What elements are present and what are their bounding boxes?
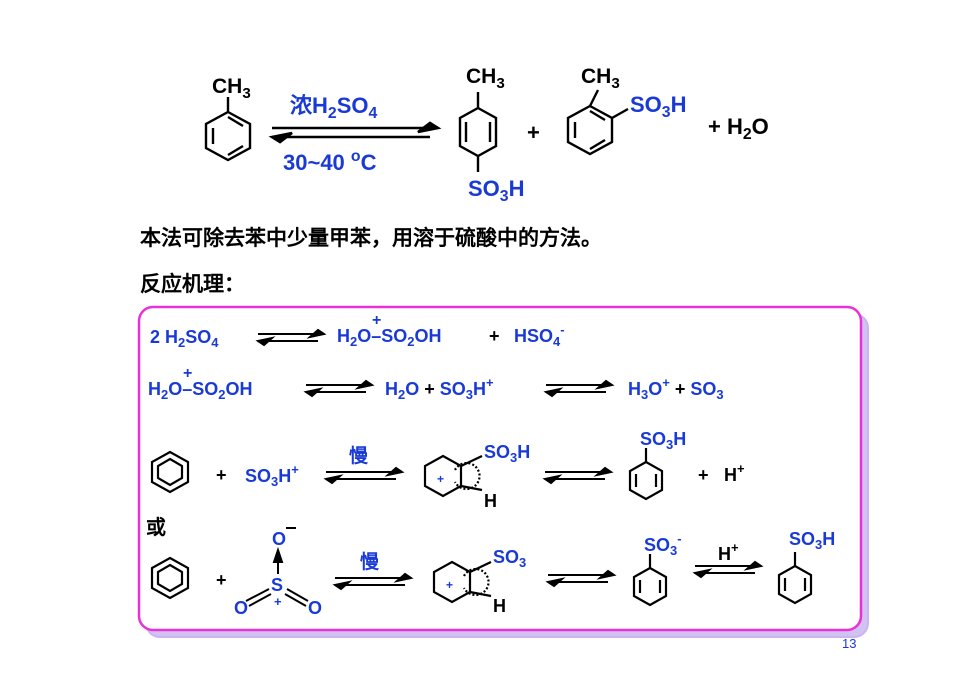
eq1-plus: + [489, 326, 500, 346]
plus-sign: + [527, 120, 540, 145]
eq2-oxonium-charge: + [183, 365, 192, 382]
eq2-left: H2O–SO2OH [148, 379, 252, 402]
eq4-arrow-acid [692, 560, 764, 579]
eq4-s-atom: S [271, 575, 283, 595]
eq3-slow-label: 慢 [349, 444, 369, 467]
eq4-sigma-complex [432, 560, 492, 604]
condition-reagent: 浓H2SO4 [290, 93, 378, 122]
eq4-so3-bonds [245, 546, 309, 607]
description-line: 本法可除去苯中少量甲苯，用溶于硫酸中的方法。 [140, 226, 602, 250]
eq4-ring-charge: + [446, 578, 453, 592]
eq4-anion-group: SO3- [644, 531, 682, 558]
eq3-sigma-group: SO3H [484, 442, 530, 465]
eq3-benzene [150, 450, 190, 494]
eq2-arrow-2 [543, 379, 615, 398]
eq4-anion-ring [632, 554, 668, 607]
page-number: 13 [842, 636, 857, 651]
top-equilibrium-arrow [268, 121, 442, 144]
eq4-plus: + [216, 570, 227, 590]
or-label: 或 [146, 515, 166, 539]
eq4-arrow-2 [545, 569, 617, 588]
eq4-o-minus: O [272, 529, 286, 549]
eq4-slow-label: 慢 [360, 550, 380, 573]
eq2-arrow-1 [303, 379, 375, 398]
eq3-product-group: SO3H [640, 429, 686, 452]
eq3-product-ring [628, 448, 664, 501]
eq4-product-group: SO3H [789, 529, 835, 552]
eq1-left: 2 H2SO4 [150, 327, 219, 350]
eq1-arrow [255, 328, 327, 347]
eq4-o-right: O [308, 598, 322, 618]
eq4-o-left: O [234, 598, 248, 618]
water-product: + H2O [708, 114, 769, 143]
mechanism-box [137, 305, 863, 632]
eq4-sigma-group: SO3 [493, 547, 526, 570]
toluene-structure [204, 97, 252, 162]
para-product-structure [458, 92, 498, 172]
eq4-product-ring [777, 552, 813, 605]
eq4-arrow-slow [332, 572, 414, 591]
eq2-middle: H2O + SO3H+ [385, 375, 494, 402]
ortho-ch3-label: CH3 [581, 65, 620, 92]
eq1-middle: H2O–SO2OH [337, 326, 441, 349]
eq4-benzene [150, 556, 190, 600]
eq3-plus-1: + [216, 465, 227, 485]
para-so3h-label: SO3H [468, 176, 525, 205]
ortho-so3h-label: SO3H [630, 92, 687, 121]
eq3-sigma-h: H [484, 491, 497, 511]
eq4-sigma-h: H [493, 596, 506, 616]
mechanism-heading: 反应机理： [140, 272, 245, 296]
eq3-arrow-2 [542, 466, 614, 485]
eq3-ring-charge: + [437, 472, 444, 486]
eq3-plus-2: + [698, 465, 709, 485]
para-ch3-label: CH3 [466, 65, 505, 92]
toluene-ch3-label: CH3 [212, 75, 251, 102]
eq1-oxonium-charge: + [372, 312, 381, 329]
eq4-s-charge: + [274, 594, 282, 609]
condition-temperature: 30~40 oC [283, 148, 377, 175]
eq3-sigma-complex [423, 454, 483, 498]
ortho-product-structure [566, 89, 629, 156]
eq3-arrow-slow [323, 466, 405, 485]
